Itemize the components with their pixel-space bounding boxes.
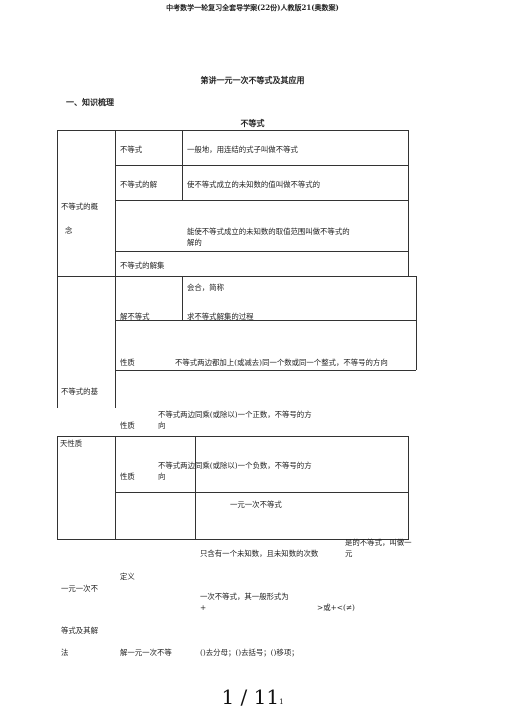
table-rule — [115, 436, 116, 539]
property-2-label: 性质 — [120, 421, 135, 430]
linear-def-label: 定义 — [120, 572, 135, 581]
linear-form-text: 一次不等式，其一般形式为 — [200, 592, 289, 601]
desc-solution: 使不等式成立的未知数的值叫做不等式的 — [187, 180, 321, 189]
property-3-text-tail: 向 — [158, 472, 166, 481]
table-rule — [57, 276, 417, 277]
table-rule — [57, 276, 58, 408]
table-rule — [115, 165, 409, 166]
property-3-label: 性质 — [120, 472, 135, 481]
term-solve: 解不等式 — [120, 312, 150, 321]
table-rule — [115, 251, 409, 252]
table-rule — [182, 130, 183, 200]
desc-solution-set-tail: 解的 — [187, 238, 202, 247]
table-rule — [57, 436, 409, 437]
term-inequality: 不等式 — [120, 145, 143, 154]
property-left-label: 不等式的基 — [61, 387, 98, 396]
desc-solve: 求不等式解集的过程 — [187, 312, 254, 321]
property-1-label: 性质 — [120, 358, 135, 367]
term-solution: 不等式的解 — [120, 180, 157, 189]
linear-def-tail: 是的不等式，叫做一 — [345, 538, 412, 547]
table-title: 不等式 — [240, 118, 265, 128]
table-rule — [408, 130, 409, 276]
linear-form-rhs: >或+<(≠) — [317, 603, 355, 612]
linear-left-label-3: 法 — [61, 648, 69, 657]
desc-solution-set: 能使不等式成立的未知数的取值范围叫做不等式的 — [187, 227, 350, 236]
property-2-text: 不等式两边同乘(或除以)一个正数，不等号的方 — [158, 410, 312, 419]
table-rule — [182, 276, 183, 321]
table-rule — [115, 200, 409, 201]
table-rule — [115, 370, 416, 371]
property-left-label-2: 天性质 — [60, 439, 83, 448]
linear-left-label-2: 等式及其解 — [61, 626, 98, 635]
table-rule — [115, 320, 416, 321]
lesson-title: 第讲一元一次不等式及其应用 — [200, 75, 305, 85]
table-rule — [57, 130, 58, 276]
table-rule — [115, 130, 116, 276]
table-rule — [408, 436, 409, 539]
concept-left-label: 不等式的概 — [61, 202, 98, 211]
linear-def-tail-2: 元 — [345, 549, 353, 558]
table-rule — [416, 276, 417, 370]
property-2-text-tail: 向 — [158, 421, 166, 430]
table-rule — [57, 539, 409, 540]
linear-solve-term: 解一元一次不等 — [120, 648, 172, 657]
property-1-text: 不等式两边都加上(或减去)同一个数或同一个整式，不等号的方向 — [175, 358, 388, 367]
linear-left-label: 一元一次不 — [61, 584, 98, 593]
table-rule — [57, 130, 409, 131]
linear-solve-steps: ()去分母；()去括号；()移项； — [200, 648, 299, 657]
desc-inequality: 一般地，用连结的式子叫做不等式 — [187, 145, 298, 154]
page-number: 1 / 111 — [0, 685, 505, 709]
table-rule — [57, 436, 58, 539]
linear-heading: 一元一次不等式 — [230, 500, 282, 509]
term-solution-set: 不等式的解集 — [120, 261, 165, 270]
linear-form-plus: + — [200, 603, 207, 612]
page-number-main: 1 / 11 — [221, 685, 280, 709]
linear-def-text: 只含有一个未知数，且未知数的次数 — [200, 549, 319, 558]
concept-left-label: 念 — [65, 226, 73, 235]
table-rule — [115, 492, 409, 493]
table-rule — [115, 276, 116, 408]
table-rule — [195, 436, 196, 539]
section-heading: 一、知识梳理 — [66, 97, 114, 107]
page-header: 中考数学一轮复习全套导学案(22份)人教版21(奥数案) — [166, 3, 339, 12]
page-number-sub: 1 — [279, 698, 284, 706]
solve-note: 会合，简称 — [187, 283, 224, 292]
property-3-text: 不等式两边同乘(或除以)一个负数，不等号的方 — [158, 461, 312, 470]
